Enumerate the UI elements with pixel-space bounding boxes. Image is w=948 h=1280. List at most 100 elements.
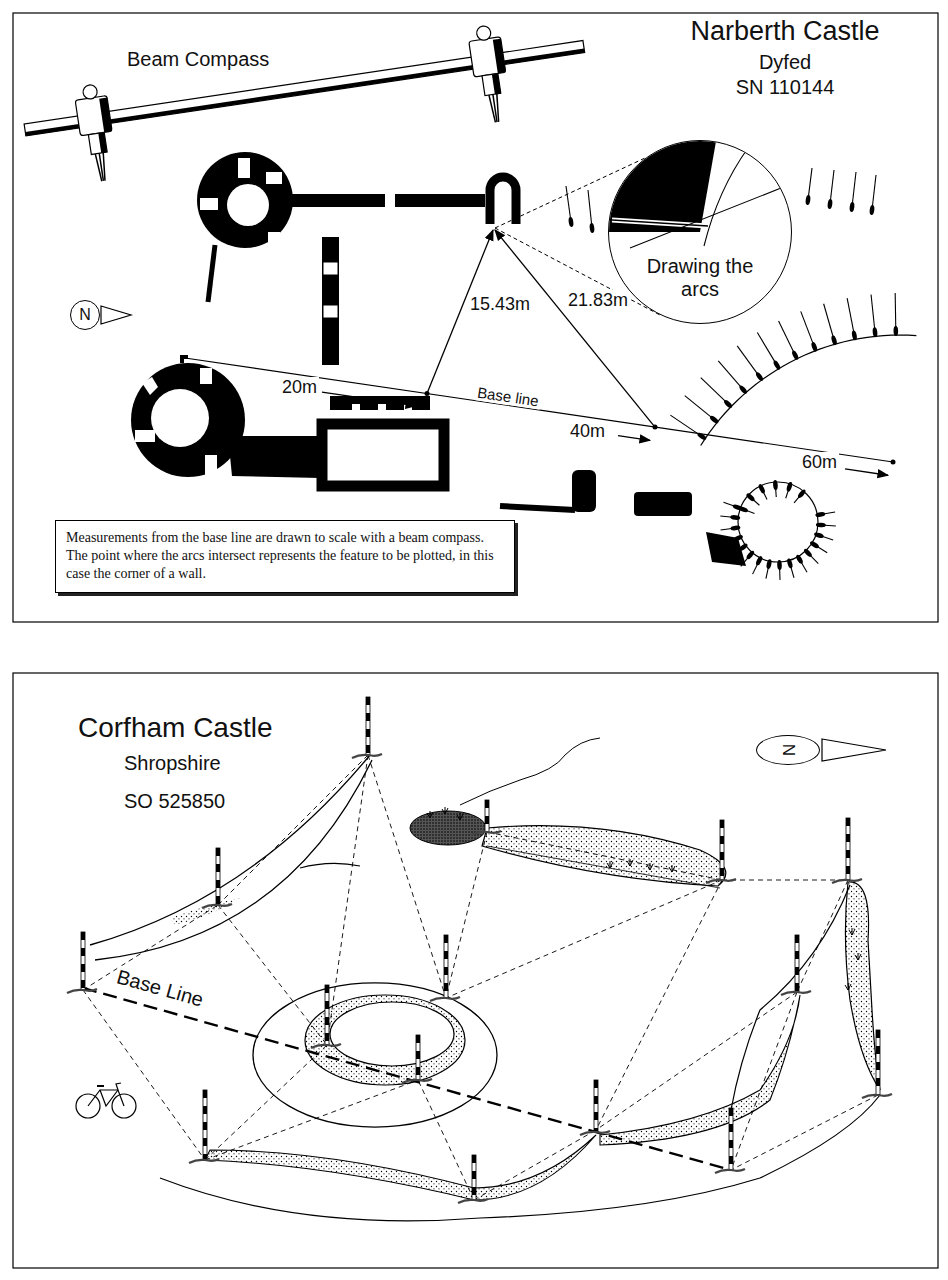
county-name: Dyfed	[757, 51, 813, 74]
embrasure	[135, 430, 155, 442]
compass-point	[101, 153, 108, 181]
hachure-line	[685, 396, 715, 420]
pole-band	[325, 1017, 329, 1025]
north-letter: N	[79, 306, 91, 324]
hachure-drop	[869, 205, 875, 215]
ground-tuft	[402, 1079, 432, 1083]
ground-tuft	[832, 879, 862, 883]
pond	[410, 811, 486, 845]
panel-frame	[13, 13, 938, 622]
hachure-drop	[738, 505, 749, 513]
hachure-drop	[791, 350, 800, 361]
grass-tuft	[849, 928, 855, 935]
ground-tuft	[862, 1094, 892, 1098]
ranging-pole	[485, 800, 489, 832]
grass-tuft	[669, 865, 675, 872]
motte-base	[253, 983, 497, 1127]
pole-band	[594, 1080, 598, 1088]
ground-tuft	[67, 989, 97, 993]
pole-band	[366, 745, 370, 753]
pole-band	[729, 1156, 733, 1164]
ranging-pole	[876, 1030, 880, 1095]
chainage-label: 20m	[280, 377, 319, 398]
bank	[845, 882, 880, 1090]
pole-band	[472, 1155, 476, 1163]
pole-band	[444, 983, 448, 991]
pole-band	[846, 850, 850, 858]
narberth-plan	[20, 12, 917, 580]
line-art	[88, 1090, 124, 1106]
hachure-drop	[810, 341, 818, 352]
chainage-arrow	[845, 469, 888, 475]
hachure-drop	[777, 560, 782, 570]
stream	[460, 738, 600, 805]
hachure-drop	[730, 525, 741, 531]
hachure-drop	[738, 384, 748, 395]
pole-band	[203, 1106, 207, 1114]
embrasure	[268, 232, 280, 252]
survey-line	[205, 1080, 418, 1160]
survey-line	[368, 755, 446, 998]
line-art	[476, 25, 492, 41]
bank	[600, 995, 800, 1145]
line-art	[99, 98, 112, 133]
wall	[228, 436, 320, 478]
hachure-line	[566, 186, 571, 222]
survey-line	[487, 832, 722, 880]
motte-ring	[305, 995, 465, 1085]
line-art	[469, 37, 506, 77]
grass-tuft	[845, 983, 851, 990]
panel-title: Narberth Castle	[688, 16, 881, 47]
ranging-pole	[472, 1155, 476, 1200]
hachure-drop	[786, 558, 793, 569]
hachure-drop	[815, 511, 826, 517]
ground-tuft	[189, 1159, 219, 1163]
pole-band	[216, 864, 220, 872]
ground-tuft	[715, 1169, 745, 1173]
hachure-drop	[773, 480, 778, 490]
grass-tuft	[457, 813, 463, 820]
compass-arc	[630, 186, 786, 248]
pole-band	[325, 1033, 329, 1041]
hachure-line	[824, 304, 834, 341]
panel-frame	[13, 673, 938, 1268]
pole-band	[81, 948, 85, 956]
ranging-pole	[366, 697, 370, 755]
line-art	[88, 132, 107, 154]
wall-gap	[323, 305, 338, 318]
pole-band	[366, 713, 370, 721]
drawing-label: Beam Compass	[125, 48, 271, 71]
grass-tuft	[442, 807, 448, 814]
hachure-drop	[755, 555, 764, 566]
wall-notch	[378, 404, 386, 410]
pole-band	[81, 964, 85, 972]
base-line	[185, 358, 893, 462]
wall-gap	[323, 262, 338, 275]
grass-tuft	[855, 953, 861, 960]
line-art	[82, 84, 98, 100]
survey-line	[218, 905, 327, 1045]
hachure-line	[830, 170, 834, 204]
hachure-line	[670, 415, 702, 436]
pole-band	[81, 932, 85, 940]
ground-tuft	[781, 991, 811, 995]
corfham-survey	[67, 697, 892, 1221]
hachure-drop	[813, 532, 824, 539]
hachure-drop	[803, 548, 813, 558]
pole-band	[216, 896, 220, 904]
hachure-drop	[745, 550, 755, 561]
survey-line	[596, 992, 797, 1130]
hachure-drop	[831, 335, 838, 346]
pole-band	[846, 866, 850, 874]
line-art	[492, 73, 501, 94]
survey-line	[731, 992, 797, 1170]
line-art	[75, 96, 112, 136]
ground-tuft	[471, 831, 501, 835]
pole-band	[416, 1035, 420, 1043]
hachure-line	[757, 333, 777, 366]
hachure-line	[872, 175, 876, 210]
grid-reference: SN 110144	[734, 76, 837, 99]
hachure-drop	[745, 492, 756, 502]
bank-edge	[701, 335, 917, 445]
pole-band	[729, 1124, 733, 1132]
